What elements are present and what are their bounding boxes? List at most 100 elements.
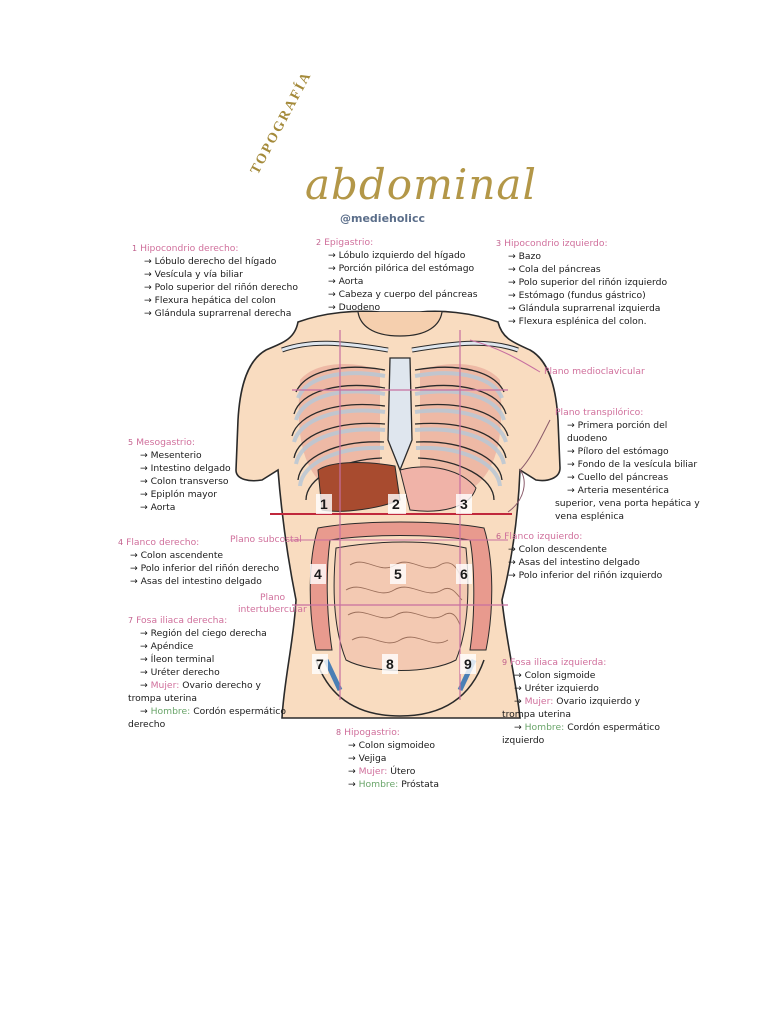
small-intestine bbox=[333, 541, 469, 671]
list-item: Colon transverso bbox=[128, 475, 231, 488]
mujer-text: Ovario derecho y bbox=[182, 680, 261, 691]
plane-intertubercular-line2: intertubercular bbox=[238, 604, 307, 615]
list-item: Aorta bbox=[128, 501, 231, 514]
region-name: Fosa iliaca derecha: bbox=[136, 615, 228, 626]
region-marker-3: 3 bbox=[460, 496, 468, 512]
hombre-text: Próstata bbox=[401, 779, 440, 790]
list-item-mujer: Mujer: Útero bbox=[336, 765, 439, 778]
plane-intertubercular-label: Plano intertubercular bbox=[238, 592, 307, 616]
region-name: Flanco derecho: bbox=[126, 537, 200, 548]
list-item: Cuello del páncreas bbox=[555, 471, 705, 484]
list-item: Duodeno bbox=[316, 301, 478, 314]
list-item: Colon ascendente bbox=[118, 549, 279, 562]
clavicle-right-fill bbox=[281, 341, 389, 352]
region-number: 6 bbox=[496, 532, 502, 541]
region-name: Hipocondrio izquierdo: bbox=[504, 238, 608, 249]
list-item: Porción pilórica del estómago bbox=[316, 262, 478, 275]
region-name: Mesogastrio: bbox=[136, 437, 195, 448]
list-item-continuation: derecho bbox=[128, 719, 166, 730]
transpyloric-pointer bbox=[507, 419, 551, 513]
list-item: Polo inferior del riñón izquierdo bbox=[496, 569, 663, 582]
list-item-hombre: Hombre: Próstata bbox=[336, 778, 439, 791]
mujer-text: Útero bbox=[390, 766, 416, 777]
region-marker-1: 1 bbox=[320, 496, 328, 512]
region-name: Hipogastrio: bbox=[344, 727, 400, 738]
list-item: Intestino delgado bbox=[128, 462, 231, 475]
plane-transpilorico: Plano transpilórico: Primera porción del… bbox=[555, 406, 705, 523]
rib-cage bbox=[291, 366, 509, 501]
list-item: Polo superior del riñón izquierdo bbox=[496, 276, 667, 289]
region-name: Flanco izquierdo: bbox=[504, 531, 583, 542]
mujer-label: Mujer: bbox=[358, 766, 388, 777]
title-abdominal: abdominal bbox=[305, 160, 537, 209]
list-item: Arteria mesentérica bbox=[555, 484, 705, 497]
list-item: Asas del intestino delgado bbox=[118, 575, 279, 588]
list-item: Lóbulo izquierdo del hígado bbox=[316, 249, 478, 262]
region-marker-8: 8 bbox=[386, 656, 394, 672]
region-number: 1 bbox=[132, 244, 138, 253]
region-number: 3 bbox=[496, 239, 502, 248]
region-name: Epigastrio: bbox=[324, 237, 374, 248]
list-item: Cola del páncreas bbox=[496, 263, 667, 276]
plane-heading: Plano transpilórico: bbox=[555, 407, 644, 418]
region-marker-5: 5 bbox=[394, 566, 402, 582]
region-marker-9: 9 bbox=[464, 656, 472, 672]
lung-left bbox=[420, 364, 502, 490]
list-item: Íleon terminal bbox=[128, 653, 286, 666]
list-item: Asas del intestino delgado bbox=[496, 556, 662, 569]
mujer-label: Mujer: bbox=[524, 696, 554, 707]
plane-intertubercular-line1: Plano bbox=[260, 592, 286, 603]
region-marker-6: 6 bbox=[460, 566, 468, 582]
intestine-loops bbox=[345, 561, 463, 644]
list-item: Región del ciego derecha bbox=[128, 627, 286, 640]
mujer-label: Mujer: bbox=[150, 680, 180, 691]
list-item-continuation: trompa uterina bbox=[128, 693, 197, 704]
region-marker-2: 2 bbox=[392, 496, 400, 512]
region-number: 5 bbox=[128, 438, 134, 447]
plane-medioclavicular-label: Plano medioclavicular bbox=[544, 366, 645, 377]
list-item: Vesícula y vía biliar bbox=[132, 268, 298, 281]
hombre-text: Cordón espermático bbox=[567, 722, 660, 733]
list-item-mujer: Mujer: Ovario izquierdo y bbox=[502, 695, 660, 708]
list-item-hombre: Hombre: Cordón espermático bbox=[128, 705, 286, 718]
hombre-label: Hombre: bbox=[524, 722, 565, 733]
region-number: 4 bbox=[118, 538, 124, 547]
list-item: Colon descendente bbox=[496, 543, 662, 556]
pelvis bbox=[315, 659, 485, 717]
iliac-right bbox=[323, 658, 343, 692]
list-item: Colon sigmoideo bbox=[336, 739, 439, 752]
medioclavicular-pointer bbox=[469, 339, 541, 373]
hombre-label: Hombre: bbox=[150, 706, 191, 717]
list-item-hombre: Hombre: Cordón espermático bbox=[502, 721, 660, 734]
region-name: Hipocondrio derecho: bbox=[140, 243, 239, 254]
list-item-mujer: Mujer: Ovario derecho y bbox=[128, 679, 286, 692]
sternum bbox=[387, 357, 413, 472]
hombre-label: Hombre: bbox=[358, 779, 399, 790]
list-item: Lóbulo derecho del hígado bbox=[132, 255, 298, 268]
neck bbox=[357, 311, 443, 337]
region-marker-4: 4 bbox=[314, 566, 322, 582]
list-item: Epiplón mayor bbox=[128, 488, 231, 501]
list-item: Fondo de la vesícula biliar bbox=[555, 458, 705, 471]
list-item: Vejiga bbox=[336, 752, 439, 765]
region-name: Fosa iliaca izquierda: bbox=[510, 657, 607, 668]
region-marker-7: 7 bbox=[316, 656, 324, 672]
clavicle-left-fill bbox=[411, 341, 519, 352]
list-item: Primera porción del duodeno bbox=[555, 419, 705, 445]
list-item-continuation: superior, vena porta hepática y vena esp… bbox=[555, 498, 700, 522]
list-item: Uréter derecho bbox=[128, 666, 286, 679]
list-item: Colon sigmoide bbox=[502, 669, 660, 682]
